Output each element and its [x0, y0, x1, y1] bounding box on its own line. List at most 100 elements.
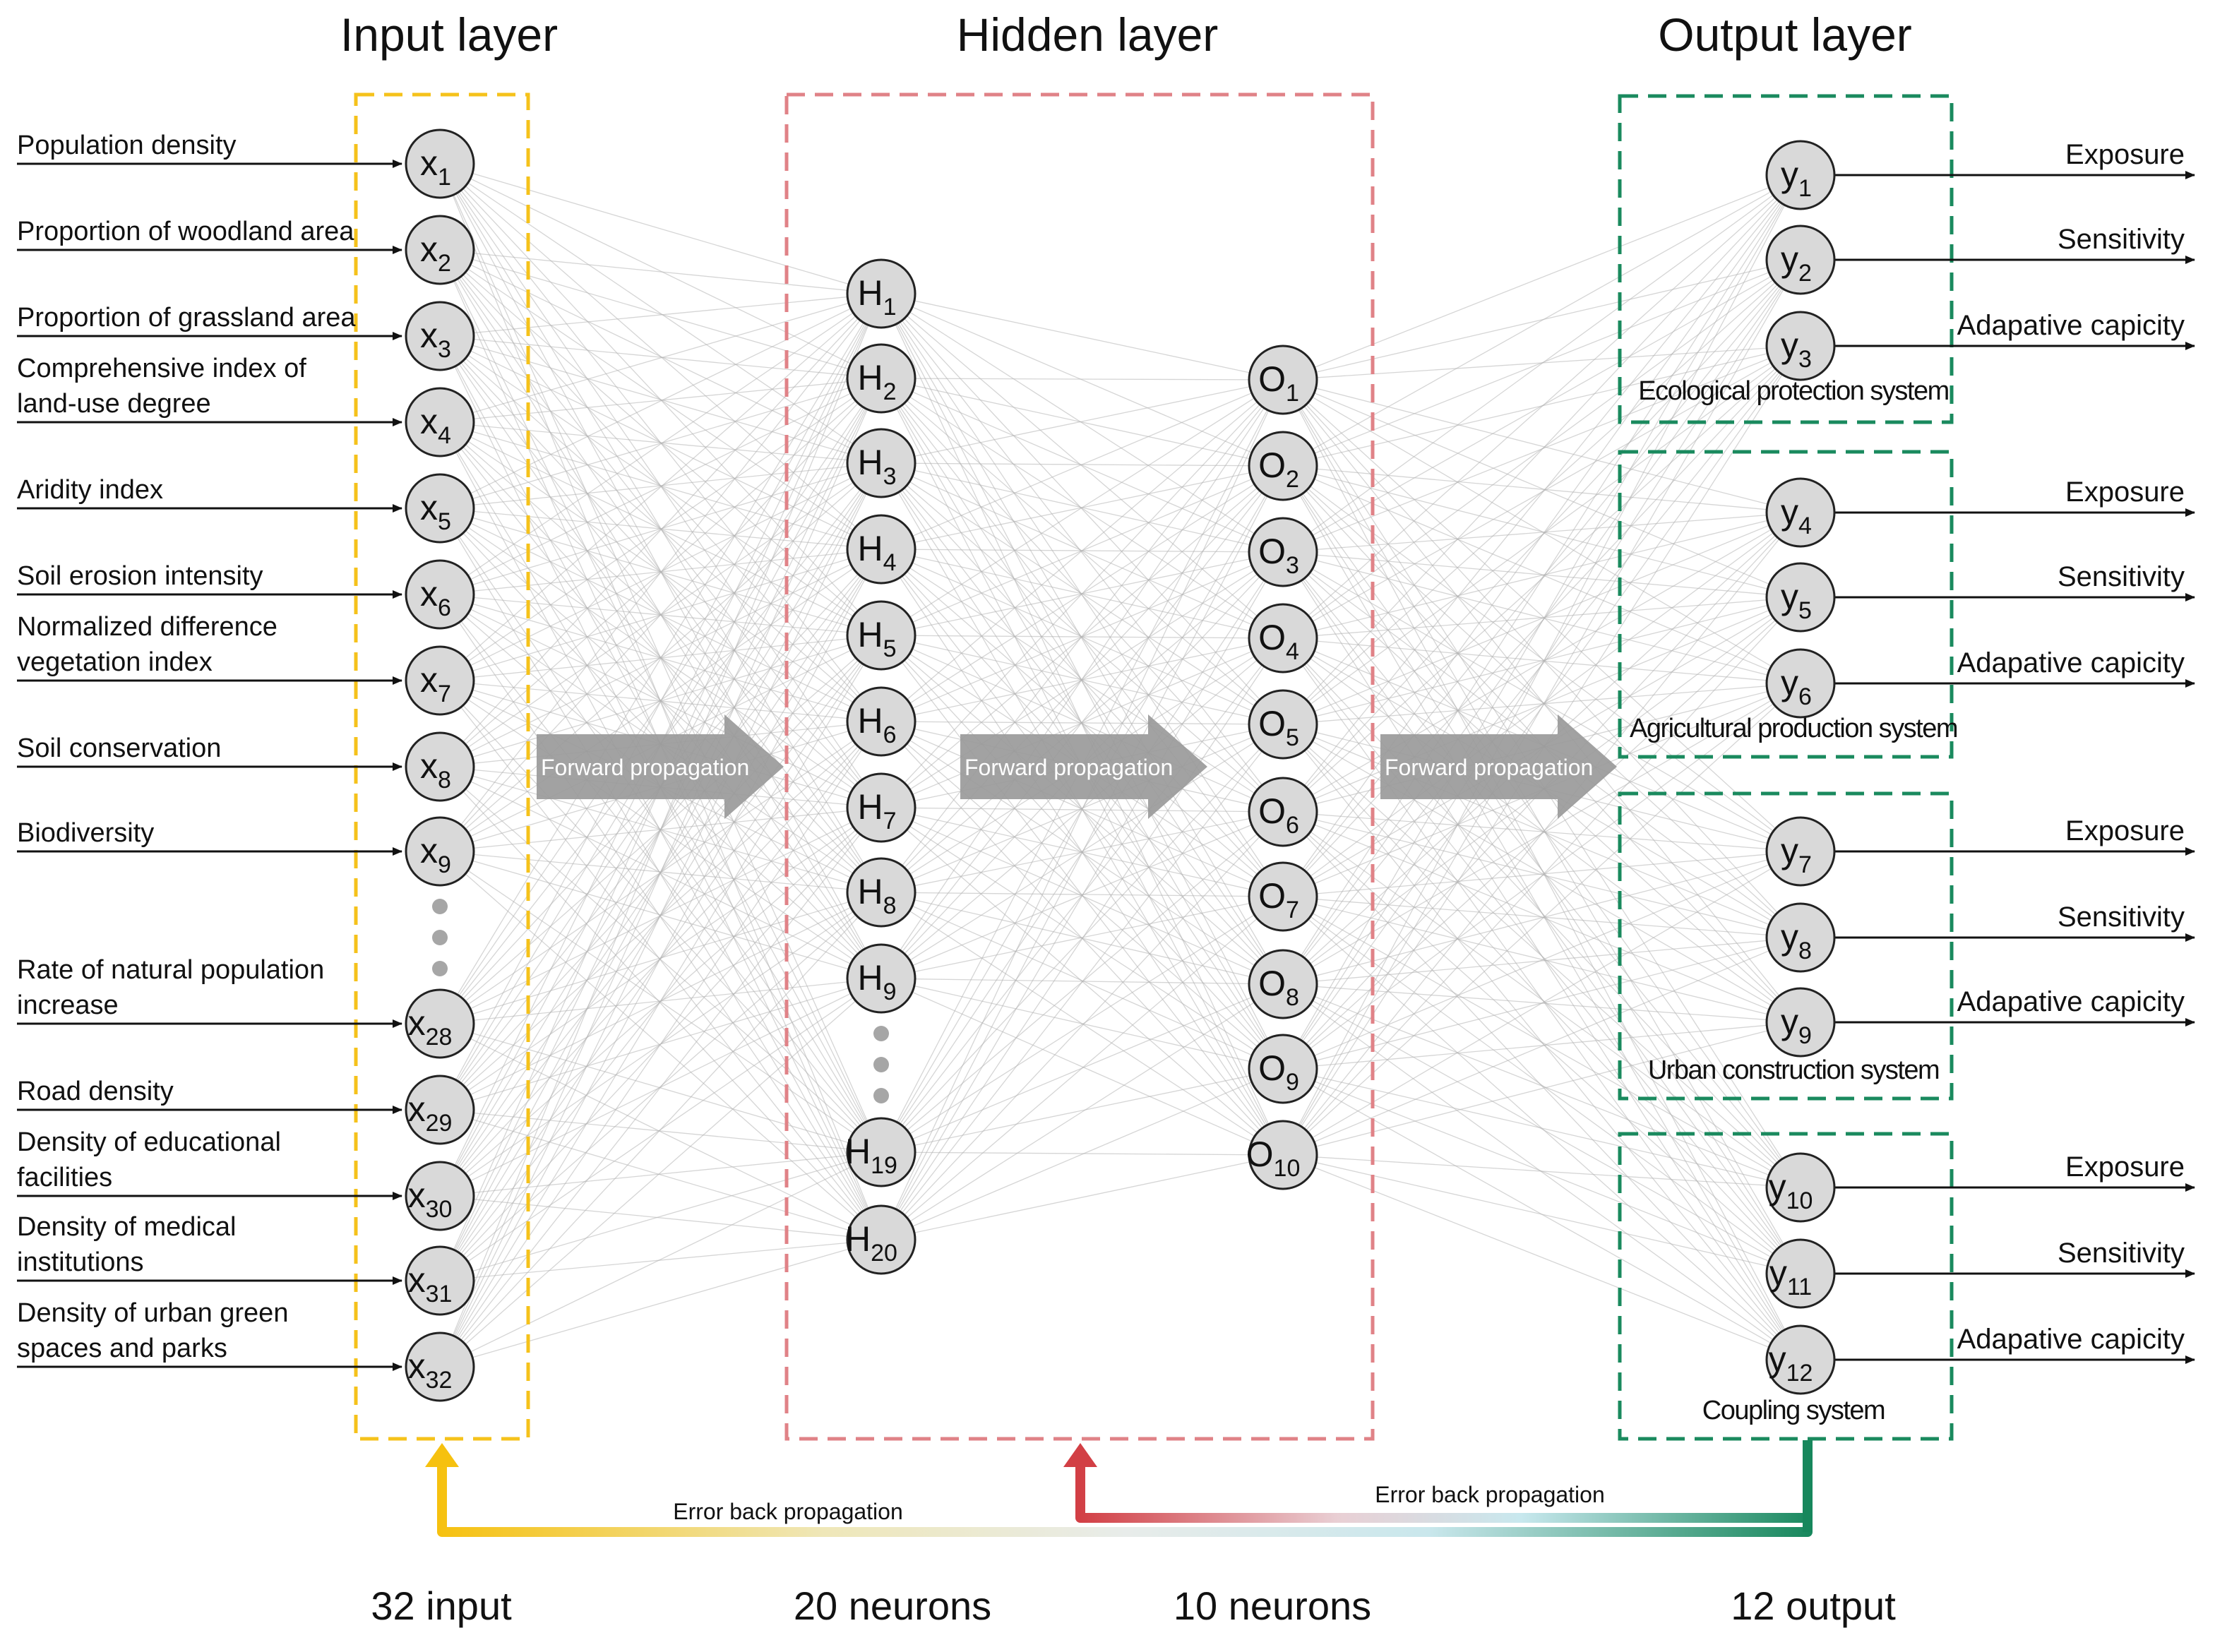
hidden-layer-title: Hidden layer [957, 8, 1219, 61]
hidden1-count-label: 20 neurons [794, 1584, 991, 1628]
connection-line [439, 594, 882, 1240]
connection-line [439, 378, 882, 595]
connection-line [439, 378, 882, 423]
input-feature-label: Proportion of woodland area [17, 217, 354, 246]
node-symbol: x [420, 143, 438, 183]
connection-line [1282, 174, 1801, 1070]
node-circle [1248, 345, 1318, 415]
node-subscript: 7 [1286, 897, 1299, 923]
connection-line [880, 379, 1284, 550]
connection-line [1282, 512, 1801, 897]
node-circle [1248, 517, 1318, 587]
input-feature: Proportion of woodland area [17, 217, 402, 254]
node-subscript: 11 [1787, 1274, 1812, 1300]
node-subscript: 9 [438, 851, 451, 878]
input-feature-label: Proportion of grassland area [17, 303, 356, 333]
connection-line [439, 462, 882, 595]
connection-line [439, 1151, 882, 1367]
node-label: y1 [1781, 155, 1812, 202]
input-feature-label: facilities [17, 1163, 112, 1192]
output-label: Sensitivity [2058, 902, 2185, 933]
connection-line [1282, 512, 1801, 553]
input-feature-label: Rate of natural population [17, 955, 324, 985]
node-subscript: 19 [871, 1152, 897, 1179]
output-node: y3 [1765, 311, 1836, 381]
node-circle [1765, 1238, 1836, 1309]
connection-line [1282, 811, 1801, 1274]
input-node: x29 [405, 1075, 475, 1145]
input-node: x1 [405, 128, 475, 199]
connection-line [880, 379, 1284, 722]
hidden2-node: O5 [1248, 689, 1318, 760]
connection-line [880, 465, 1284, 1240]
node-subscript: 6 [883, 722, 897, 748]
hidden2-node: O7 [1248, 861, 1318, 932]
connection-line [1282, 259, 1801, 381]
connection-line [880, 379, 1284, 464]
connection-line [1282, 259, 1801, 1156]
connection-line [1282, 551, 1801, 1188]
node-symbol: x [420, 574, 438, 613]
output-node: y9 [1765, 987, 1836, 1058]
connection-line [439, 163, 882, 379]
connection-line [439, 293, 882, 1024]
ellipsis-dot [432, 961, 448, 976]
node-symbol: O [1246, 1135, 1274, 1174]
connection-line [439, 378, 882, 1367]
node-label: O8 [1258, 964, 1299, 1011]
hidden1-node: H2 [846, 343, 917, 414]
system-label: Agricultural production system [1630, 714, 1957, 743]
node-label: y7 [1781, 831, 1812, 878]
backprop-source [1803, 1440, 1813, 1532]
connection-line [880, 811, 1284, 1240]
input-feature-label: Road density [17, 1077, 174, 1106]
node-label: H2 [857, 358, 896, 405]
connection-line [439, 462, 882, 1367]
connection-line [1282, 724, 1801, 1023]
connection-line [439, 766, 882, 1240]
node-subscript: 4 [1798, 513, 1812, 539]
node-circle [1765, 225, 1836, 295]
connection-line [880, 379, 1284, 808]
node-subscript: 2 [438, 250, 451, 277]
connection-line [880, 378, 1284, 813]
hidden1-node: H9 [846, 943, 917, 1014]
connection-line [1282, 1154, 1801, 1360]
node-label: H8 [857, 872, 896, 919]
hidden2-node: O10 [1246, 1120, 1318, 1190]
node-circle [1765, 648, 1836, 719]
connection-line [439, 1239, 882, 1367]
node-subscript: 3 [438, 336, 451, 363]
node-label: x4 [420, 402, 451, 449]
connection-line [1282, 896, 1801, 1274]
node-circle [846, 600, 917, 671]
hidden1-node: H19 [845, 1117, 917, 1187]
node-circle [1765, 816, 1836, 887]
output-label: Adapative capicity [1957, 310, 2185, 341]
connection-line [880, 896, 1284, 1240]
node-symbol: x [420, 316, 438, 355]
node-subscript: 6 [438, 594, 451, 621]
input-node: x5 [405, 473, 475, 544]
connection-line [439, 293, 882, 1367]
node-symbol: H [857, 958, 883, 998]
output-label: Exposure [2065, 139, 2185, 170]
input-node: x8 [405, 731, 475, 802]
connection-line [1282, 174, 1801, 553]
node-label: O10 [1246, 1135, 1301, 1182]
input-feature: Aridity index [17, 475, 402, 513]
input-feature-label: Normalized difference [17, 612, 277, 642]
node-label: H5 [857, 615, 896, 662]
output-item: Exposure [1834, 477, 2195, 517]
connection-line [880, 293, 1284, 813]
node-subscript: 12 [1786, 1360, 1813, 1387]
node-circle [405, 1331, 475, 1402]
node-circle [405, 1245, 475, 1316]
connection-line [1282, 512, 1801, 813]
node-subscript: 3 [1286, 552, 1299, 579]
output-item: Adapative capicity [1834, 647, 2195, 688]
node-symbol: O [1258, 964, 1286, 1003]
connection-line [1282, 638, 1801, 1188]
input-feature-label: Comprehensive index of [17, 354, 306, 383]
